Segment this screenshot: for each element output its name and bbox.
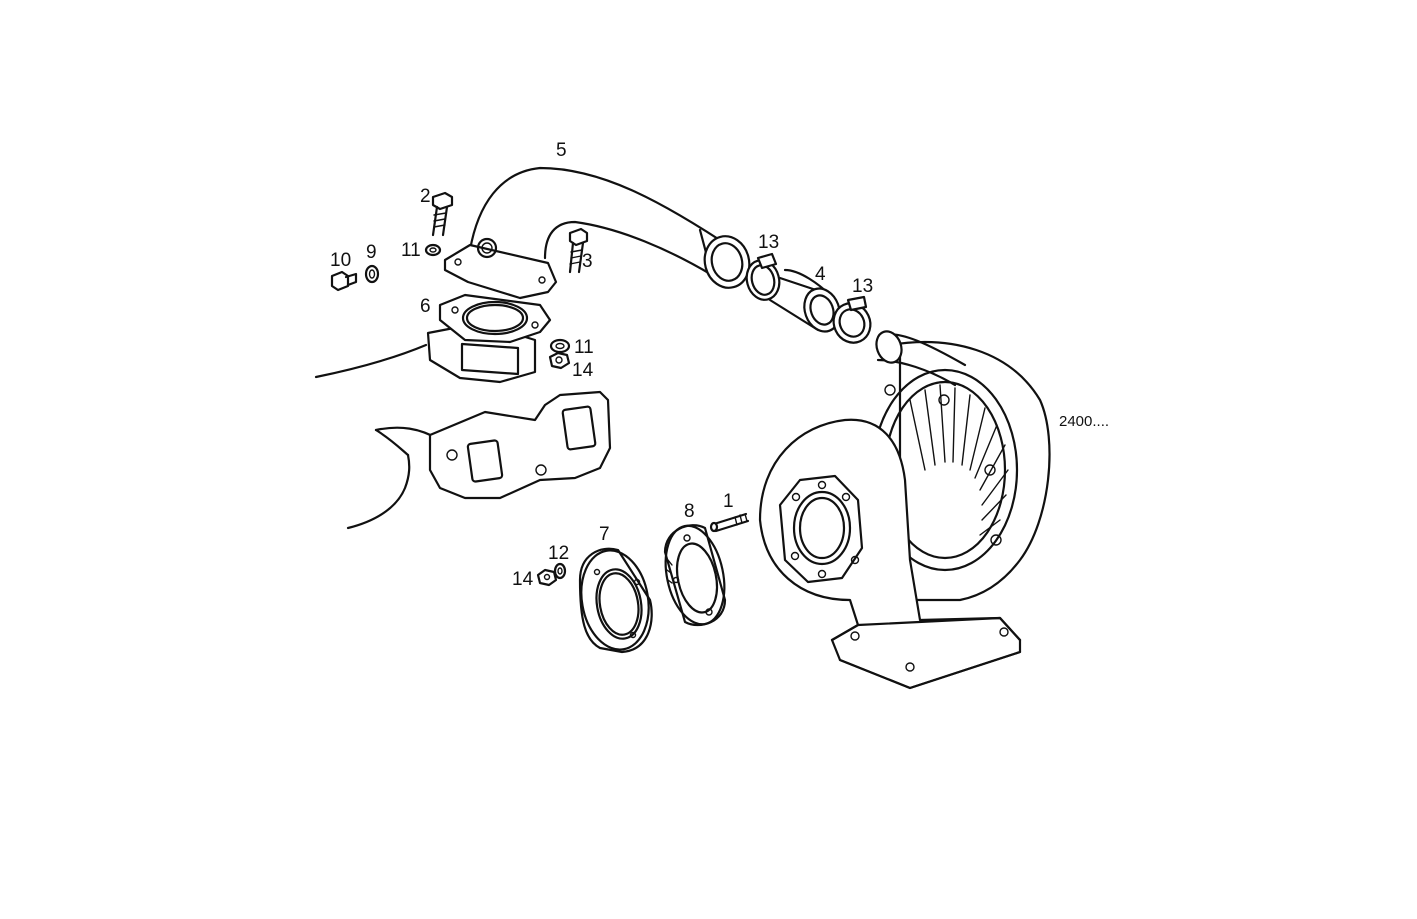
callout-8: 8	[684, 501, 695, 522]
hose-clamp-left	[745, 252, 781, 301]
lock-washer-upper	[424, 243, 442, 257]
callout-7: 7	[599, 524, 610, 545]
callout-6: 6	[420, 296, 431, 317]
hex-nut-upper	[548, 351, 571, 370]
callout-5: 5	[556, 140, 567, 161]
turbine-gasket	[663, 524, 727, 627]
small-screw	[330, 270, 358, 292]
washer-lower	[553, 562, 567, 580]
callout-11-upper: 11	[401, 240, 421, 261]
callout-13-left: 13	[758, 232, 779, 253]
callout-10: 10	[330, 250, 351, 271]
callout-1: 1	[723, 491, 734, 512]
hex-nut-lower	[536, 568, 558, 587]
exhaust-elbow-pipe	[443, 166, 751, 300]
callout-labels: 5 2 10 9 11 3 6 11 14 13 4 13 1 8 7 12 1…	[330, 140, 873, 590]
callout-14-upper: 14	[572, 360, 594, 381]
callout-14-lower: 14	[512, 569, 534, 590]
callout-9: 9	[366, 242, 377, 263]
callout-3: 3	[582, 251, 593, 272]
stud-bolt	[568, 227, 589, 274]
drawing-reference-code: 2400....	[1059, 413, 1109, 430]
flange-gasket	[438, 293, 552, 344]
callout-4: 4	[815, 264, 826, 285]
hose-clamp-right	[832, 295, 872, 344]
callout-2: 2	[420, 186, 431, 207]
callout-12: 12	[548, 543, 569, 564]
turbocharger	[758, 330, 1051, 690]
connecting-hose	[768, 268, 841, 333]
adapter-plate	[578, 547, 653, 654]
hex-bolt	[431, 191, 454, 237]
callout-11-lower: 11	[574, 337, 594, 358]
threaded-stud	[709, 512, 750, 533]
callout-13-right: 13	[852, 276, 873, 297]
flat-washer	[364, 264, 380, 284]
lock-washer-lower	[549, 338, 571, 354]
